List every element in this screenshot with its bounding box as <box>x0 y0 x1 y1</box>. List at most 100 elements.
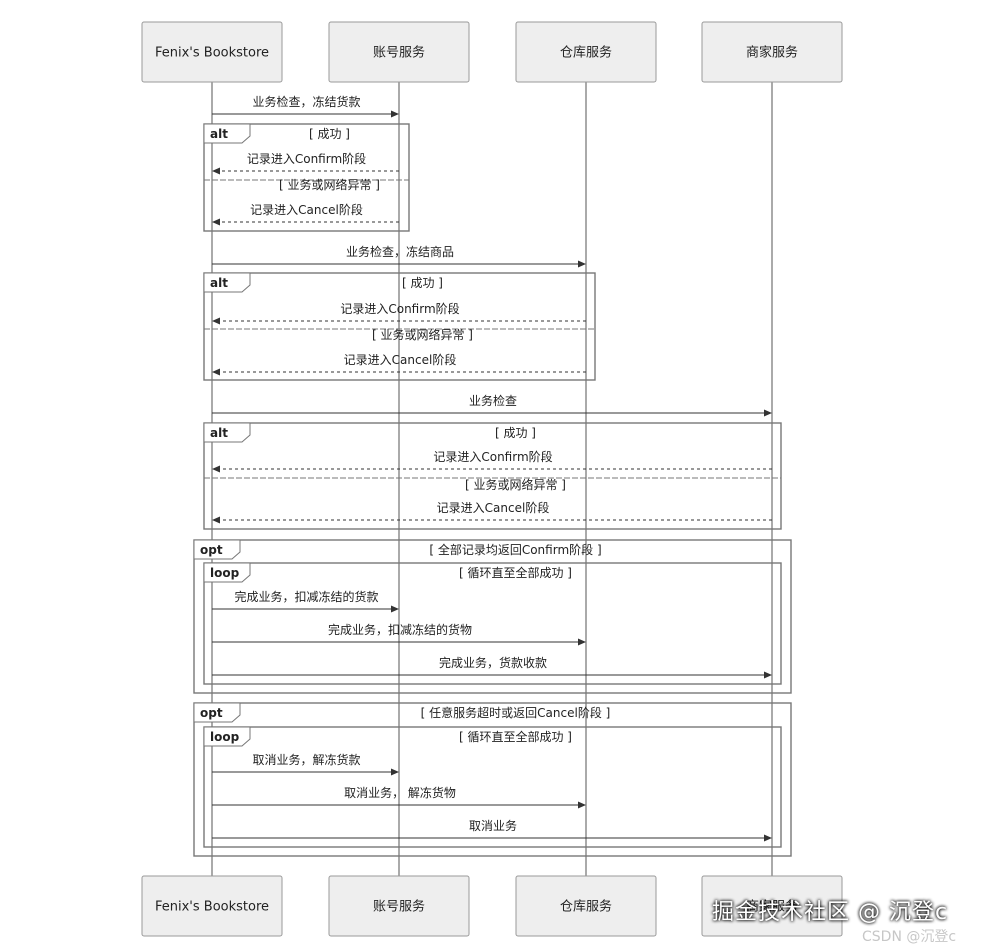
participants-bottom: Fenix's Bookstore 账号服务 仓库服务 商家服务 <box>141 875 843 937</box>
arrowhead-icon <box>578 260 586 268</box>
message-label: 业务检查，冻结商品 <box>346 244 454 259</box>
fragment-operator: opt <box>200 706 223 720</box>
message-label: 记录进入Cancel阶段 <box>437 500 550 515</box>
message-arrow: 取消业务，解冻货款 <box>212 752 399 776</box>
messages: 业务检查，冻结货款记录进入Confirm阶段记录进入Cancel阶段业务检查，冻… <box>212 94 772 842</box>
message-arrow: 取消业务 <box>212 818 772 842</box>
arrowhead-icon <box>212 218 220 226</box>
participant-merchant-bottom: 商家服务 <box>701 875 843 937</box>
message-arrow: 完成业务，扣减冻结的货物 <box>212 622 586 646</box>
participants-top: Fenix's Bookstore 账号服务 仓库服务 商家服务 <box>141 21 843 83</box>
fragment-operator: loop <box>210 730 240 744</box>
message-label: 完成业务，扣减冻结的货款 <box>234 589 378 604</box>
participant-label: Fenix's Bookstore <box>155 46 269 61</box>
fragment-guard: [ 循环直至全部成功 ] <box>459 565 572 580</box>
message-arrow: 业务检查 <box>212 393 772 417</box>
fragment-alt: alt [ 成功 ] [ 业务或网络异常 ] <box>203 272 596 381</box>
arrowhead-icon <box>764 671 772 679</box>
fragment-operator: alt <box>210 276 228 290</box>
message-label: 记录进入Cancel阶段 <box>344 352 457 367</box>
arrowhead-icon <box>212 167 220 175</box>
participant-box <box>515 875 657 937</box>
participant-label: 仓库服务 <box>560 45 612 61</box>
participant-store-bottom: Fenix's Bookstore <box>141 875 283 937</box>
participant-label: 商家服务 <box>746 899 798 915</box>
arrowhead-icon <box>212 465 220 473</box>
participant-label: 账号服务 <box>373 45 425 61</box>
fragment-else-guard: [ 业务或网络异常 ] <box>279 177 380 192</box>
message-label: 记录进入Cancel阶段 <box>250 202 363 217</box>
message-label: 业务检查 <box>469 393 517 408</box>
message-arrow: 取消业务， 解冻货物 <box>212 785 586 809</box>
participant-box <box>515 21 657 83</box>
message-label: 完成业务，扣减冻结的货物 <box>328 622 472 637</box>
fragments: alt [ 成功 ] [ 业务或网络异常 ] alt [ 成功 ] [ 业务或网络异常 ]… <box>193 123 792 857</box>
fragment-frame <box>193 539 792 694</box>
fragment-guard: [ 循环直至全部成功 ] <box>459 729 572 744</box>
fragment-frame <box>203 726 782 848</box>
message-label: 取消业务，解冻货款 <box>252 752 360 767</box>
fragment-frame <box>203 422 782 530</box>
fragment-tag-box <box>193 539 241 560</box>
arrowhead-icon <box>212 317 220 325</box>
message-arrow: 记录进入Confirm阶段 <box>212 301 586 325</box>
participant-box <box>328 875 470 937</box>
arrowhead-icon <box>212 516 220 524</box>
fragment-guard: [ 成功 ] <box>495 426 536 440</box>
message-arrow: 记录进入Cancel阶段 <box>212 352 586 376</box>
fragment-opt: opt[ 任意服务超时或返回Cancel阶段 ] <box>193 702 792 857</box>
fragment-loop: loop [ 循环直至全部成功 ] <box>203 562 782 685</box>
participant-label: 商家服务 <box>746 45 798 61</box>
message-arrow: 记录进入Cancel阶段 <box>212 202 399 226</box>
fragment-guard: [ 成功 ] <box>309 127 350 141</box>
fragment-tag-box <box>203 422 251 443</box>
fragment-alt: alt [ 成功 ] [ 业务或网络异常 ] <box>203 123 410 232</box>
message-label: 业务检查，冻结货款 <box>252 94 360 109</box>
message-arrow: 业务检查，冻结货款 <box>212 94 399 118</box>
participant-label: 仓库服务 <box>560 899 612 915</box>
message-label: 取消业务 <box>469 818 517 833</box>
participant-box <box>141 21 283 83</box>
fragment-tag-box <box>203 123 251 144</box>
participant-box <box>701 875 843 937</box>
arrowhead-icon <box>391 768 399 776</box>
fragment-else-guard: [ 业务或网络异常 ] <box>465 477 566 492</box>
arrowhead-icon <box>391 110 399 118</box>
fragment-opt: opt [ 全部记录均返回Confirm阶段 ] <box>193 539 792 694</box>
participant-account-top: 账号服务 <box>328 21 470 83</box>
participant-box <box>701 21 843 83</box>
fragment-frame <box>203 562 782 685</box>
message-arrow: 记录进入Cancel阶段 <box>212 500 772 524</box>
participant-account-bottom: 账号服务 <box>328 875 470 937</box>
participant-warehouse-bottom: 仓库服务 <box>515 875 657 937</box>
fragment-operator: alt <box>210 426 228 440</box>
fragment-alt: alt [ 成功 ] [ 业务或网络异常 ] <box>203 422 782 530</box>
message-arrow: 业务检查，冻结商品 <box>212 244 586 268</box>
fragment-frame <box>203 272 596 381</box>
message-label: 记录进入Confirm阶段 <box>433 449 552 464</box>
watermark-text: 掘金技术社区 @ 沉登c <box>712 900 949 925</box>
arrowhead-icon <box>764 409 772 417</box>
fragment-guard: [ 全部记录均返回Confirm阶段 ] <box>429 542 601 557</box>
participant-box <box>141 875 283 937</box>
fragment-else-guard: [ 业务或网络异常 ] <box>372 327 473 342</box>
fragment-guard: [ 成功 ] <box>402 276 443 290</box>
fragment-tag-box <box>203 272 251 293</box>
arrowhead-icon <box>391 605 399 613</box>
message-label: 完成业务，货款收款 <box>439 655 547 670</box>
message-label: 记录进入Confirm阶段 <box>247 151 366 166</box>
arrowhead-icon <box>578 638 586 646</box>
message-label: 取消业务， 解冻货物 <box>344 785 456 800</box>
fragment-tag-box <box>193 702 241 723</box>
participant-box <box>328 21 470 83</box>
participant-store-top: Fenix's Bookstore <box>141 21 283 83</box>
arrowhead-icon <box>578 801 586 809</box>
message-label: 记录进入Confirm阶段 <box>340 301 459 316</box>
fragment-operator: opt <box>200 543 223 557</box>
fragment-operator: alt <box>210 127 228 141</box>
fragment-operator: loop <box>210 566 240 580</box>
message-arrow: 记录进入Confirm阶段 <box>212 449 772 473</box>
participant-merchant-top: 商家服务 <box>701 21 843 83</box>
participant-label: Fenix's Bookstore <box>155 900 269 915</box>
